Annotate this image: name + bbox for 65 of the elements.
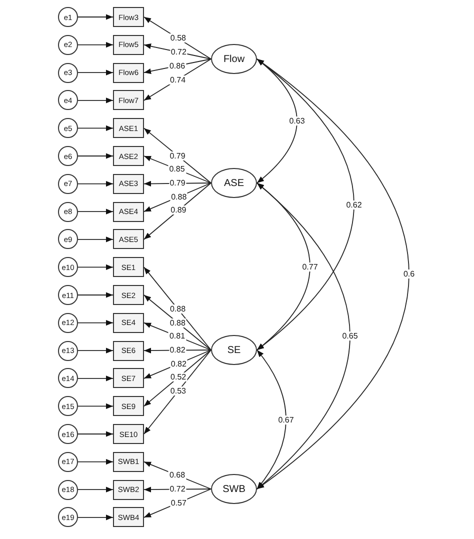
path-arrow [78,208,114,214]
path-arrow [78,14,114,20]
path-arrow [78,486,114,492]
path-arrow [78,98,114,104]
edge-label: 0.63 [288,116,306,126]
path-arrow [144,266,212,350]
edge-label: 0.82 [168,346,186,354]
edge-label: 0.67 [277,415,295,424]
edge-label: 0.88 [168,318,186,328]
edge-label: 0.86 [168,61,186,70]
path-arrow [78,70,114,76]
path-arrow [78,459,114,465]
edge-label: 0.6 [402,270,416,278]
path-arrow [78,292,114,298]
latent-ellipse: ASE [211,168,257,198]
path-arrow [78,236,114,242]
path-arrow [78,403,114,409]
path-arrow [78,153,114,159]
path-arrow [78,514,114,520]
path-arrow [78,181,114,187]
path-arrow [144,350,212,407]
path-arrow [144,350,212,434]
edge-label: 0.53 [169,386,187,396]
path-arrow [144,322,212,350]
path-arrow [78,125,114,131]
path-arrow [144,128,212,184]
edge-label: 0.79 [168,178,186,188]
edge-label: 0.57 [170,498,188,508]
covariance-arrow [256,182,310,350]
edge-label: 0.89 [170,206,188,215]
path-arrow [78,320,114,326]
edge-label: 0.58 [169,34,187,43]
edge-label: 0.52 [170,372,188,382]
path-arrow [144,294,212,350]
edge-label: 0.77 [301,262,319,271]
path-arrow [78,42,114,48]
path-arrow [144,486,212,492]
path-arrow [144,16,212,60]
path-arrow [78,264,114,270]
covariance-arrow [256,58,354,350]
path-arrow [144,44,212,60]
path-arrow [78,431,114,437]
edge-label: 0.79 [168,151,186,160]
edge-label: 0.65 [341,332,359,340]
path-arrow [78,348,114,354]
edge-label: 0.88 [168,304,187,314]
edge-label: 0.72 [170,48,188,57]
latent-ellipse: SE [211,335,257,365]
edge-label: 0.68 [168,470,186,480]
edge-label: 0.85 [168,164,186,174]
edge-label: 0.82 [170,359,188,368]
path-arrow [78,376,114,382]
latent-ellipse: SWB [211,474,257,504]
edge-label: 0.72 [168,484,186,494]
edge-label: 0.81 [168,332,186,341]
covariance-arrow [256,58,410,490]
edge-label: 0.74 [168,75,187,84]
path-arrow [144,182,212,240]
path-arrow [144,58,212,101]
edge-label: 0.88 [170,192,188,202]
covariance-arrow [256,350,286,490]
path-arrow [144,156,212,184]
covariance-arrow [256,182,350,490]
edge-label: 0.62 [345,200,363,209]
latent-ellipse: Flow [211,44,257,74]
